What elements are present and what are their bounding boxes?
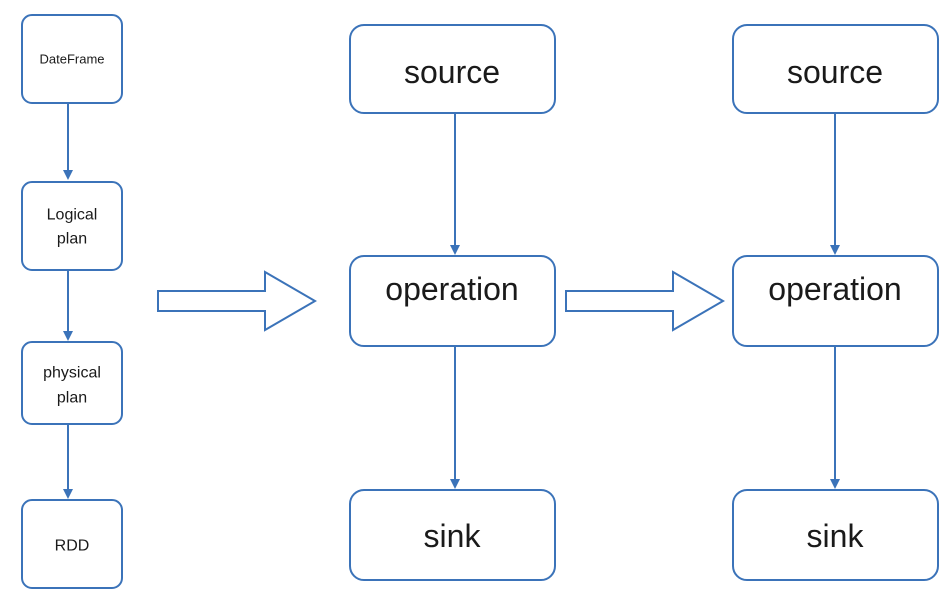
- dateframe-node: [21, 14, 123, 104]
- logical-plan-node: [21, 181, 123, 271]
- right-operation-label: operation: [768, 271, 901, 307]
- arrowhead-right-operation-sink: [830, 479, 840, 489]
- dateframe-label: DateFrame: [39, 52, 104, 67]
- arrowhead-right-source-operation: [830, 245, 840, 255]
- middle-source-label: source: [404, 54, 500, 90]
- right-sink-label: sink: [807, 518, 865, 554]
- right-source-label: source: [787, 54, 883, 90]
- transform-arrow-2: [565, 270, 725, 332]
- arrowhead-middle-operation-sink: [450, 479, 460, 489]
- arrowhead-middle-source-operation: [450, 245, 460, 255]
- middle-source-node: [349, 24, 556, 114]
- arrowhead-dateframe-logical: [63, 170, 73, 180]
- rdd-label: RDD: [55, 538, 90, 555]
- middle-sink-node: [349, 489, 556, 581]
- logical-plan-label-line1: Logical: [47, 207, 98, 224]
- arrowhead-logical-physical: [63, 331, 73, 341]
- middle-pipeline: source operation sink: [349, 24, 556, 581]
- middle-operation-label: operation: [385, 271, 518, 307]
- left-pipeline: DateFrame Logical plan physical plan RDD: [21, 14, 123, 589]
- rdd-node: [21, 499, 123, 589]
- logical-plan-label-line2: plan: [57, 231, 87, 248]
- middle-sink-label: sink: [424, 518, 482, 554]
- physical-plan-label-line2: plan: [57, 390, 87, 407]
- physical-plan-label-line1: physical: [43, 365, 101, 382]
- transform-arrow-1: [157, 270, 317, 332]
- right-sink-node: [732, 489, 939, 581]
- physical-plan-node: [21, 341, 123, 425]
- middle-operation-node: [349, 255, 556, 347]
- right-pipeline: source operation sink: [732, 24, 939, 581]
- arrowhead-physical-rdd: [63, 489, 73, 499]
